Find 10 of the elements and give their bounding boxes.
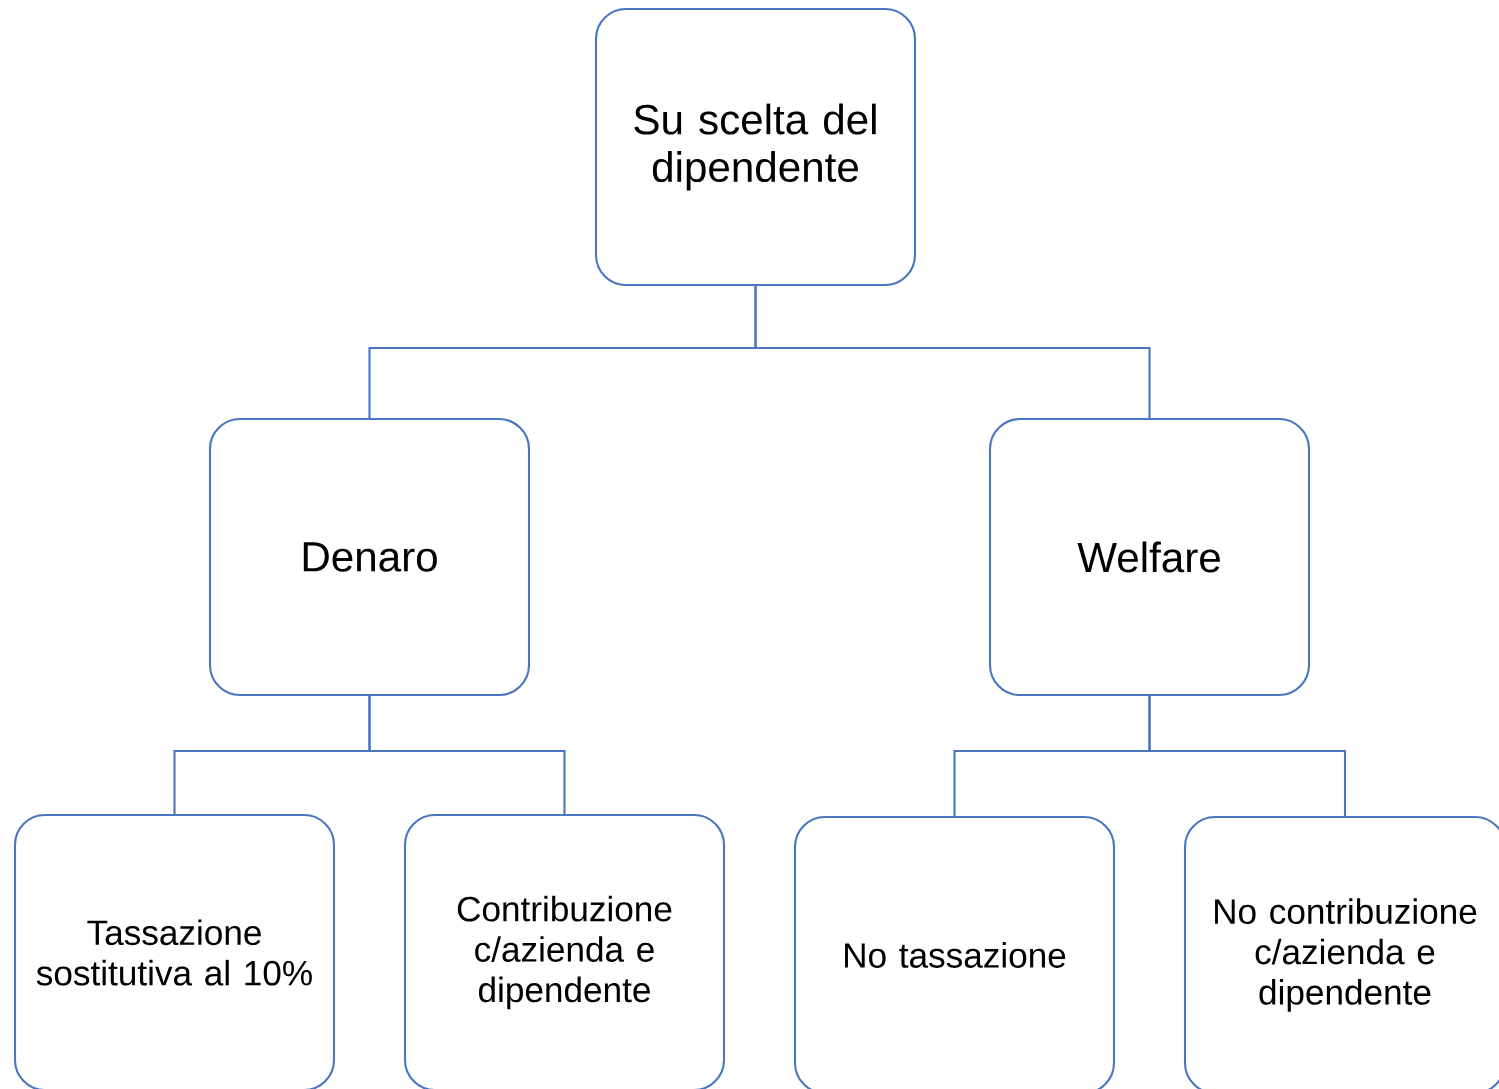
tree-box: Su scelta del dipendente	[594, 7, 917, 287]
tree-box: No contribuzione c/azienda e dipendente	[1183, 815, 1499, 1089]
tree-box: Denaro	[208, 417, 531, 697]
connector-line	[1148, 696, 1347, 816]
connector-line	[754, 286, 1151, 418]
tree-box: Welfare	[988, 417, 1311, 697]
tree-box: Tassazione sostitutiva al 10%	[13, 813, 336, 1089]
tree-box: No tassazione	[793, 815, 1116, 1089]
tree-box: Contribuzione c/azienda e dipendente	[403, 813, 726, 1089]
connector-line	[368, 696, 566, 814]
